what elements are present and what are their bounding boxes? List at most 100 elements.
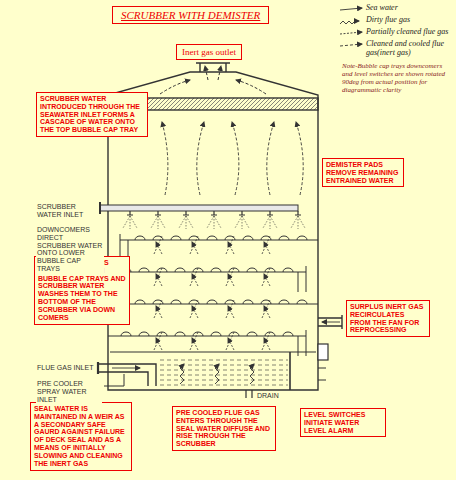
partially-cleaned-gas-arrows-part bbox=[154, 268, 162, 286]
seal-water-section-part bbox=[318, 344, 328, 360]
partially-cleaned-gas-arrows-part bbox=[226, 332, 234, 350]
seal-water-section-part bbox=[110, 351, 316, 352]
clean-gas-arrows-part bbox=[267, 122, 274, 195]
outlet-arrows-part bbox=[236, 80, 266, 94]
partially-cleaned-gas-arrows-part bbox=[190, 332, 198, 350]
part-label: DOWNCOMERS DIRECT SCRUBBER WATER ONTO LO… bbox=[36, 226, 104, 273]
partially-cleaned-gas-arrows-part bbox=[154, 300, 162, 318]
callout-text: LEVEL SWITCHES INITIATE WATER LEVEL ALAR… bbox=[304, 411, 382, 434]
partially-cleaned-gas-arrows-part bbox=[154, 236, 162, 254]
part-label: PRE COOLER SPRAY WATER INLET bbox=[36, 380, 102, 403]
outlet-arrows-part bbox=[218, 66, 221, 80]
dirty-gas-arrows-part bbox=[250, 364, 254, 384]
bubble-cap-trays-part bbox=[120, 239, 318, 240]
spray-nozzles-part bbox=[183, 211, 189, 215]
bubble-cap-trays-part bbox=[243, 300, 253, 304]
spray-nozzles-part bbox=[267, 211, 273, 215]
clean-gas-arrows-part bbox=[232, 122, 239, 195]
bubble-cap-trays-part bbox=[121, 332, 131, 336]
spray-nozzles-part bbox=[295, 211, 301, 215]
legend-samples-part bbox=[340, 44, 362, 46]
bubble-cap-trays bbox=[108, 234, 318, 356]
spray-nozzles-part bbox=[155, 211, 161, 215]
legend-text: Cleaned and cooled flue gas(inert gas) bbox=[366, 39, 444, 57]
scrubber-shell-part bbox=[196, 63, 230, 72]
outlet-arrows bbox=[160, 66, 266, 94]
title-box: SCRUBBER WITH DEMISTER bbox=[112, 6, 269, 24]
part-label: SCRUBBER WATER INLET bbox=[36, 203, 98, 219]
bubble-cap-trays-part bbox=[298, 336, 299, 356]
seal-water-section-part bbox=[97, 362, 99, 374]
scrubber-water-header bbox=[100, 202, 298, 214]
partially-cleaned-gas-arrows-part bbox=[262, 268, 270, 286]
dirty-gas-arrows-part bbox=[180, 364, 184, 384]
seal-water-section bbox=[98, 315, 342, 398]
seal-water-part bbox=[160, 375, 288, 376]
seal-water-section-part bbox=[318, 315, 342, 329]
seal-water-section-part bbox=[98, 364, 156, 386]
note-text: Note-Bubble cap trays downcomers and lev… bbox=[342, 62, 452, 94]
bubble-cap-trays-part bbox=[135, 300, 145, 304]
bubble-cap-trays-part bbox=[135, 236, 145, 240]
legend-text: Dirty flue gas bbox=[366, 15, 410, 24]
spray-nozzles-part bbox=[263, 216, 277, 229]
spray-nozzles-part bbox=[235, 216, 249, 229]
legend-row: Cleaned and cooled flue gas(inert gas) bbox=[366, 40, 454, 58]
bubble-cap-trays-part bbox=[279, 236, 289, 240]
partially-cleaned-gas-arrows-part bbox=[154, 332, 162, 350]
bubble-cap-trays-part bbox=[211, 332, 221, 336]
spray-nozzles-part bbox=[179, 216, 193, 229]
partially-cleaned-gas-arrows-part bbox=[190, 268, 198, 286]
bubble-cap-trays-part bbox=[283, 268, 293, 272]
bubble-cap-trays-part bbox=[306, 266, 307, 292]
partially-cleaned-gas-arrows bbox=[154, 236, 270, 350]
bubble-cap-trays-part bbox=[139, 268, 149, 272]
scrubber-water-header-part bbox=[100, 205, 298, 211]
callout-text: PRE COOLED FLUE GAS ENTERS THROUGH THE S… bbox=[176, 409, 272, 448]
bubble-cap-trays-part bbox=[207, 300, 217, 304]
bubble-cap-trays-part bbox=[298, 272, 299, 292]
dirty-gas-arrows-part bbox=[215, 364, 219, 384]
spray-nozzles-part bbox=[239, 211, 245, 215]
partially-cleaned-gas-arrows-part bbox=[262, 332, 270, 350]
spray-nozzles-part bbox=[291, 216, 305, 229]
spray-nozzles-part bbox=[123, 216, 137, 229]
title-text: SCRUBBER WITH DEMISTER bbox=[121, 9, 260, 21]
bubble-cap-trays-part bbox=[139, 332, 149, 336]
legend-samples-part bbox=[340, 8, 362, 10]
seal-water-section-part bbox=[289, 352, 291, 390]
callout-box: PRE COOLED FLUE GAS ENTERS THROUGH THE S… bbox=[172, 406, 276, 451]
bubble-cap-trays-part bbox=[207, 236, 217, 240]
callout-text: DEMISTER PADS REMOVE REMAINING ENTRAINED… bbox=[326, 161, 400, 184]
partially-cleaned-gas-arrows-part bbox=[226, 236, 234, 254]
legend-samples bbox=[340, 8, 362, 46]
seal-water-section-part bbox=[318, 368, 326, 380]
bubble-cap-trays-part bbox=[247, 332, 257, 336]
legend-text: Sea water bbox=[366, 3, 398, 12]
bubble-cap-trays-part bbox=[171, 300, 181, 304]
legend-text: Partially cleaned flue gas bbox=[366, 27, 448, 36]
seal-water-section-part bbox=[322, 322, 340, 323]
clean-gas-arrows-part bbox=[296, 122, 303, 195]
partially-cleaned-gas-arrows-part bbox=[262, 236, 270, 254]
outlet-arrows-part bbox=[205, 66, 208, 80]
partially-cleaned-gas-arrows-part bbox=[262, 300, 270, 318]
seal-water-part bbox=[160, 385, 288, 386]
partially-cleaned-gas-arrows-part bbox=[226, 300, 234, 318]
seal-water-part bbox=[160, 360, 288, 361]
callout-box: SURPLUS INERT GAS RECIRCULATES FROM THE … bbox=[346, 300, 430, 337]
bubble-cap-trays-part bbox=[297, 236, 307, 240]
spray-nozzles-part bbox=[211, 211, 217, 215]
seal-water bbox=[160, 360, 288, 385]
callout-text: SCRUBBER WATER INTRODUCED THROUGH THE SE… bbox=[40, 95, 144, 134]
dirty-gas-arrows-part bbox=[112, 368, 140, 369]
seal-water-part bbox=[160, 370, 288, 371]
spray-nozzles-part bbox=[151, 216, 165, 229]
callout-text: SURPLUS INERT GAS RECIRCULATES FROM THE … bbox=[350, 303, 426, 334]
spray-nozzles-part bbox=[207, 216, 221, 229]
spray-nozzles bbox=[123, 211, 305, 229]
outlet-arrows-part bbox=[160, 80, 190, 94]
callout-box: LEVEL SWITCHES INITIATE WATER LEVEL ALAR… bbox=[300, 408, 386, 437]
